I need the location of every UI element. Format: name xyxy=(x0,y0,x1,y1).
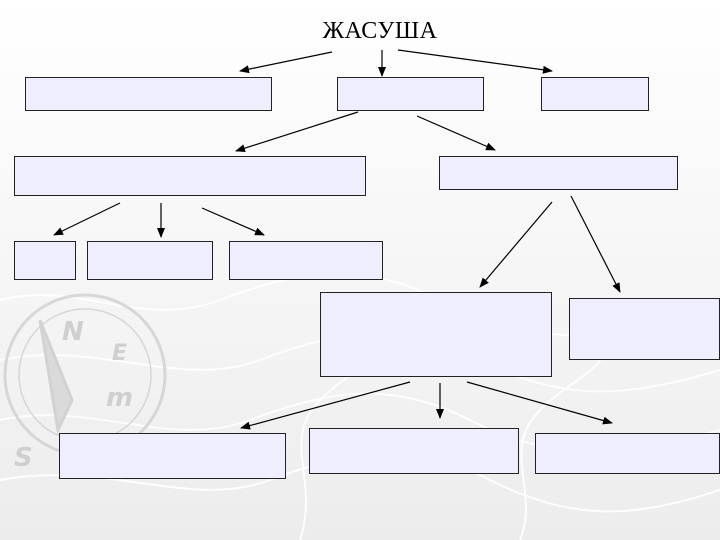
box-level3-b xyxy=(87,241,213,280)
arrow-title-to-level1-right xyxy=(397,49,553,74)
arrow-large-to-level4-left xyxy=(240,381,411,430)
arrow-level2-left-to-c xyxy=(201,207,265,236)
arrow-level2-right-to-right xyxy=(570,195,621,293)
box-level2-right xyxy=(439,156,678,190)
box-level3-c xyxy=(229,241,383,280)
box-level4-center xyxy=(309,428,519,474)
compass-letter-e: E xyxy=(112,341,127,366)
box-level1-left xyxy=(25,77,272,111)
box-level2-left xyxy=(14,156,366,196)
box-level1-right xyxy=(541,77,649,111)
compass-letter-n: N xyxy=(62,317,84,347)
arrow-center-to-level2-left xyxy=(235,111,359,153)
arrow-level2-left-to-a xyxy=(53,202,121,236)
box-level3-right xyxy=(569,298,720,360)
arrow-large-to-level4-right xyxy=(466,381,613,425)
box-level4-left xyxy=(59,433,286,479)
arrow-title-to-level1-left xyxy=(239,51,333,74)
box-level4-right xyxy=(535,433,720,474)
box-level3-large xyxy=(320,292,552,377)
arrow-center-to-level2-right xyxy=(416,115,496,151)
arrow-level2-right-to-large xyxy=(479,201,553,288)
box-level3-a xyxy=(14,241,76,280)
diagram-title: ЖАСУША xyxy=(322,18,438,44)
compass-letter-s: S xyxy=(14,443,33,473)
compass-letter-m: m xyxy=(106,383,133,413)
box-level1-center xyxy=(337,77,484,111)
